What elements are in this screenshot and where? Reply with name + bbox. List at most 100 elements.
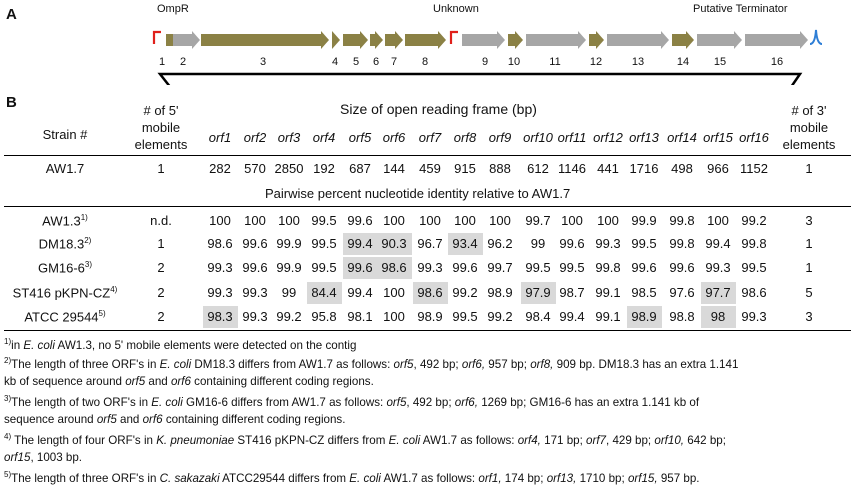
orf-header-orf2: orf2 bbox=[243, 130, 267, 145]
reference-orf-size: 915 bbox=[454, 161, 476, 176]
identity-cell: 99.5 bbox=[311, 260, 337, 275]
ompr-promoter-symbol bbox=[152, 30, 161, 44]
orf-header-orf15: orf15 bbox=[703, 130, 733, 145]
identity-cell: 98 bbox=[700, 306, 736, 328]
reference-orf-size: 1152 bbox=[740, 161, 768, 176]
orf-size-header: Size of open reading frame (bp) bbox=[340, 101, 537, 117]
header-divider bbox=[4, 155, 851, 156]
footnote-4: 4) The length of four ORF's in K. pneumo… bbox=[4, 428, 849, 466]
footnote-text: sequence around bbox=[4, 412, 97, 426]
identity-cell: 99.8 bbox=[669, 236, 695, 251]
mobile5-count: 2 bbox=[157, 260, 165, 275]
strain-name-text: ST416 pKPN-CZ bbox=[12, 285, 111, 301]
orf-header-orf7: orf7 bbox=[418, 130, 442, 145]
table-bottom-divider bbox=[4, 330, 851, 331]
reference-orf-size: 192 bbox=[313, 161, 335, 176]
identity-cell: 100 bbox=[383, 309, 405, 324]
strain-name-text: GM16-6 bbox=[37, 260, 85, 276]
identity-cell: 99.9 bbox=[276, 236, 302, 251]
reference-orf-size: 966 bbox=[707, 161, 729, 176]
identity-cell: 98.9 bbox=[626, 306, 662, 328]
panel-a-letter: A bbox=[6, 6, 17, 23]
gene-number-6: 6 bbox=[372, 56, 380, 68]
gene-number-10: 10 bbox=[507, 56, 521, 68]
identity-cell: 100 bbox=[278, 213, 300, 228]
footnote-text: orf5 bbox=[96, 412, 117, 426]
footnote-text: The length of two ORF's in bbox=[11, 395, 152, 409]
mobile3-count: 3 bbox=[805, 213, 813, 228]
identity-cell: 99.6 bbox=[347, 213, 373, 228]
pairwise-divider bbox=[4, 206, 851, 207]
reference-orf-size: 570 bbox=[244, 161, 266, 176]
identity-cell: 99.6 bbox=[559, 236, 585, 251]
footnote-text: in bbox=[11, 338, 24, 352]
identity-cell: 99 bbox=[281, 285, 297, 300]
identity-cell: 98.5 bbox=[631, 285, 657, 300]
identity-cell: 98.9 bbox=[487, 285, 513, 300]
gene-number-13: 13 bbox=[631, 56, 645, 68]
footnote-3: 3)The length of two ORF's in E. coli GM1… bbox=[4, 390, 849, 428]
orf-header-orf10: orf10 bbox=[523, 130, 553, 145]
gene-4-arrow bbox=[332, 31, 340, 49]
reference-orf-size: 459 bbox=[419, 161, 441, 176]
identity-cell: 99.6 bbox=[631, 260, 657, 275]
footnote-text: orf6, bbox=[461, 357, 486, 371]
footnote-text: GM16-6 differs from AW1.7 as follows: bbox=[182, 395, 387, 409]
gene-number-14: 14 bbox=[676, 56, 690, 68]
strain-name: ST416 pKPN-CZ4) bbox=[6, 285, 124, 300]
identity-cell: 99.3 bbox=[595, 236, 621, 251]
identity-cell: 99.6 bbox=[669, 260, 695, 275]
gene-15-arrow bbox=[697, 31, 742, 49]
identity-cell: 100 bbox=[597, 213, 619, 228]
identity-cell: 99.5 bbox=[525, 260, 551, 275]
identity-cell: 99 bbox=[530, 236, 546, 251]
footnote-text: 642 bp; bbox=[684, 433, 726, 447]
footnote-text: AW1.3, no 5' mobile elements were detect… bbox=[54, 338, 357, 352]
identity-cell: 98.6 bbox=[412, 282, 448, 304]
identity-cell: 99.1 bbox=[595, 309, 621, 324]
identity-cell: 100 bbox=[489, 213, 511, 228]
mobile5-header-line3: elements bbox=[134, 137, 188, 152]
orf-header-orf1: orf1 bbox=[208, 130, 232, 145]
identity-cell: 99.8 bbox=[669, 213, 695, 228]
footnote-text: ATCC29544 differs from bbox=[219, 471, 350, 485]
strain-name-text: DM18.3 bbox=[38, 236, 85, 252]
footnote-text: The length of three ORF's in bbox=[11, 471, 160, 485]
footnote-1: 1)in E. coli AW1.3, no 5' mobile element… bbox=[4, 333, 849, 354]
strain-name: ATCC 295445) bbox=[6, 309, 124, 324]
reference-orf-size: 441 bbox=[597, 161, 619, 176]
gene-8-arrow bbox=[405, 31, 446, 49]
gene-number-16: 16 bbox=[770, 56, 784, 68]
strain-footnote-ref: 4) bbox=[110, 285, 118, 294]
footnote-text: The length of three ORF's in bbox=[11, 357, 160, 371]
mobile3-header-line3: elements bbox=[782, 137, 836, 152]
gene-5-arrow bbox=[343, 31, 368, 49]
mobile5-header-line1: # of 5' bbox=[143, 103, 179, 118]
strain-header: Strain # bbox=[42, 127, 88, 142]
identity-cell: 93.4 bbox=[447, 233, 483, 255]
footnote-text: AW1.7 as follows: bbox=[380, 471, 479, 485]
footnote-text: E. coli bbox=[23, 338, 55, 352]
gene-number-9: 9 bbox=[481, 56, 489, 68]
identity-cell: 99.3 bbox=[741, 309, 767, 324]
reference-orf-size: 612 bbox=[527, 161, 549, 176]
reference-orf-size: 888 bbox=[489, 161, 511, 176]
orf-header-orf14: orf14 bbox=[667, 130, 697, 145]
identity-cell: 99.6 bbox=[242, 236, 268, 251]
orf-header-orf6: orf6 bbox=[382, 130, 406, 145]
identity-cell: 97.6 bbox=[669, 285, 695, 300]
footnote-text: E. coli bbox=[159, 357, 192, 371]
footnote-text: 3) bbox=[4, 394, 12, 403]
footnote-text: 1710 bp; bbox=[576, 471, 628, 485]
orf-header-orf12: orf12 bbox=[593, 130, 623, 145]
mobile5-count: 2 bbox=[157, 285, 165, 300]
gene-map bbox=[152, 29, 823, 85]
footnote-5: 5)The length of three ORF's in C. sakaza… bbox=[4, 466, 849, 487]
identity-cell: 100 bbox=[383, 285, 405, 300]
footnote-text: , 492 bp; bbox=[406, 395, 455, 409]
gene-12-arrow bbox=[589, 31, 604, 49]
footnote-text: containing different coding regions. bbox=[190, 374, 374, 388]
footnote-text: orf1, bbox=[478, 471, 502, 485]
orf-header-orf3: orf3 bbox=[277, 130, 301, 145]
identity-cell: 99.4 bbox=[342, 233, 378, 255]
